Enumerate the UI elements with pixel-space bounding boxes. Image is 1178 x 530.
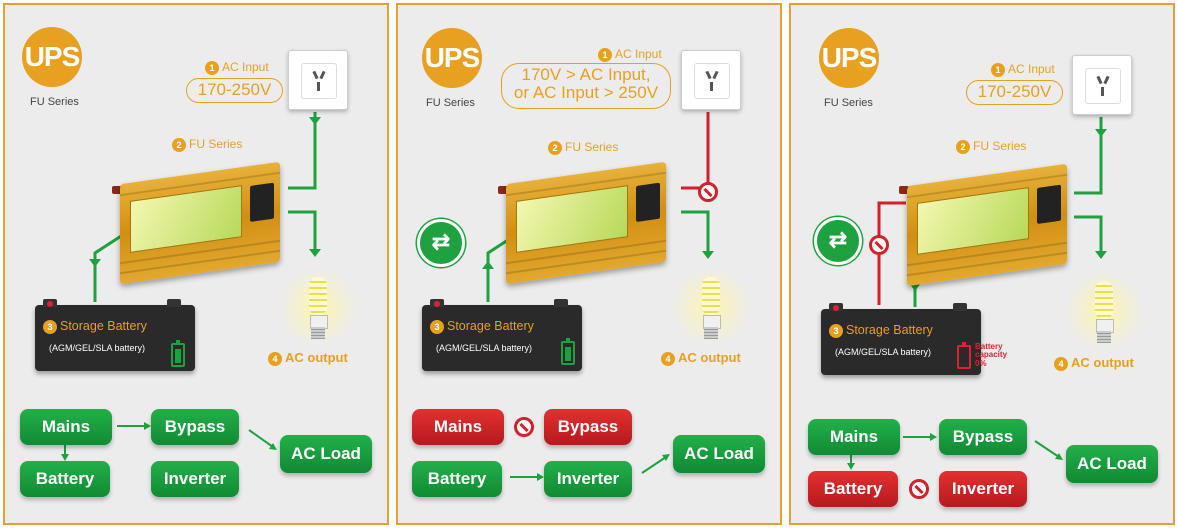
flow-inverter: Inverter <box>544 461 632 497</box>
step-number: 4 <box>268 351 282 366</box>
battery-label: Storage Battery <box>447 319 534 333</box>
step-number: 2 <box>172 137 186 152</box>
battery-label: Storage Battery <box>846 323 933 337</box>
fu-series-text: FU Series <box>189 137 243 151</box>
inverter-knob <box>112 186 122 194</box>
flow-bypass: Bypass <box>151 409 239 445</box>
swap-arrows-icon: ⇄ <box>814 217 862 265</box>
light-bulb-icon <box>278 267 358 347</box>
battery-level-icon <box>561 338 575 365</box>
flow-battery: Battery <box>808 471 898 507</box>
ac-input-text: AC Input <box>222 60 269 74</box>
inverter-charger-device <box>506 161 666 285</box>
flow-mains: Mains <box>808 419 900 455</box>
flow-battery: Battery <box>20 461 110 497</box>
step-number: 3 <box>430 319 444 334</box>
ac-input-text: AC Input <box>615 47 662 61</box>
inverter-charger-device <box>907 163 1067 287</box>
flow-mains: Mains <box>412 409 504 445</box>
flow-ac-load: AC Load <box>280 435 372 473</box>
ups-logo: UPS <box>819 28 879 88</box>
flow-ac-load: AC Load <box>673 435 765 473</box>
prohibited-icon <box>869 235 889 255</box>
flow-ac-load: AC Load <box>1066 445 1158 483</box>
flow-battery: Battery <box>412 461 502 497</box>
swap-arrows-icon: ⇄ <box>417 219 465 267</box>
ups-logo: UPS <box>422 28 482 88</box>
step-number: 4 <box>1054 356 1068 371</box>
battery-capacity-label: Battery capacity 0% <box>975 342 1008 368</box>
step-number: 4 <box>661 351 675 366</box>
prohibited-icon <box>909 479 929 499</box>
fu-series-text: FU Series <box>565 140 619 154</box>
flow-inverter: Inverter <box>939 471 1027 507</box>
light-bulb-icon <box>1064 271 1144 351</box>
flow-bypass: Bypass <box>939 419 1027 455</box>
power-outlet-icon <box>1072 55 1132 115</box>
ac-input-text: AC Input <box>1008 62 1055 76</box>
ac-input-range: 170-250V <box>966 80 1063 105</box>
prohibited-icon <box>514 417 534 437</box>
battery-level-icon <box>171 340 185 367</box>
prohibited-icon <box>698 182 718 202</box>
series-label: FU Series <box>426 97 475 109</box>
battery-type: (AGM/GEL/SLA battery) <box>835 347 932 357</box>
step-number: 1 <box>991 62 1005 77</box>
battery-type: (AGM/GEL/SLA battery) <box>49 343 146 353</box>
step-number: 1 <box>205 60 219 75</box>
power-outlet-icon <box>288 50 348 110</box>
ac-input-condition-2: or AC Input > 250V <box>513 82 659 102</box>
battery-label: Storage Battery <box>60 319 147 333</box>
flow-bypass: Bypass <box>544 409 632 445</box>
light-bulb-icon <box>671 267 751 347</box>
battery-level-icon <box>957 342 971 369</box>
step-number: 2 <box>956 139 970 154</box>
ups-logo: UPS <box>22 27 82 87</box>
ac-output-text: AC output <box>1071 355 1134 370</box>
ac-input-condition-1: 170V > AC Input, <box>521 65 651 84</box>
inverter-knob <box>498 186 508 194</box>
step-number: 3 <box>43 319 57 334</box>
inverter-charger-device <box>120 161 280 285</box>
flow-inverter: Inverter <box>151 461 239 497</box>
ac-output-text: AC output <box>678 350 741 365</box>
ac-output-text: AC output <box>285 350 348 365</box>
step-number: 1 <box>598 47 612 62</box>
flow-mains: Mains <box>20 409 112 445</box>
step-number: 3 <box>829 323 843 338</box>
series-label: FU Series <box>30 96 79 108</box>
fu-series-text: FU Series <box>973 139 1027 153</box>
inverter-knob <box>899 186 909 194</box>
series-label: FU Series <box>824 97 873 109</box>
ac-input-range: 170V > AC Input, or AC Input > 250V <box>501 63 671 109</box>
step-number: 2 <box>548 140 562 155</box>
ac-input-range: 170-250V <box>186 78 283 103</box>
battery-type: (AGM/GEL/SLA battery) <box>436 343 533 353</box>
power-outlet-icon <box>681 50 741 110</box>
